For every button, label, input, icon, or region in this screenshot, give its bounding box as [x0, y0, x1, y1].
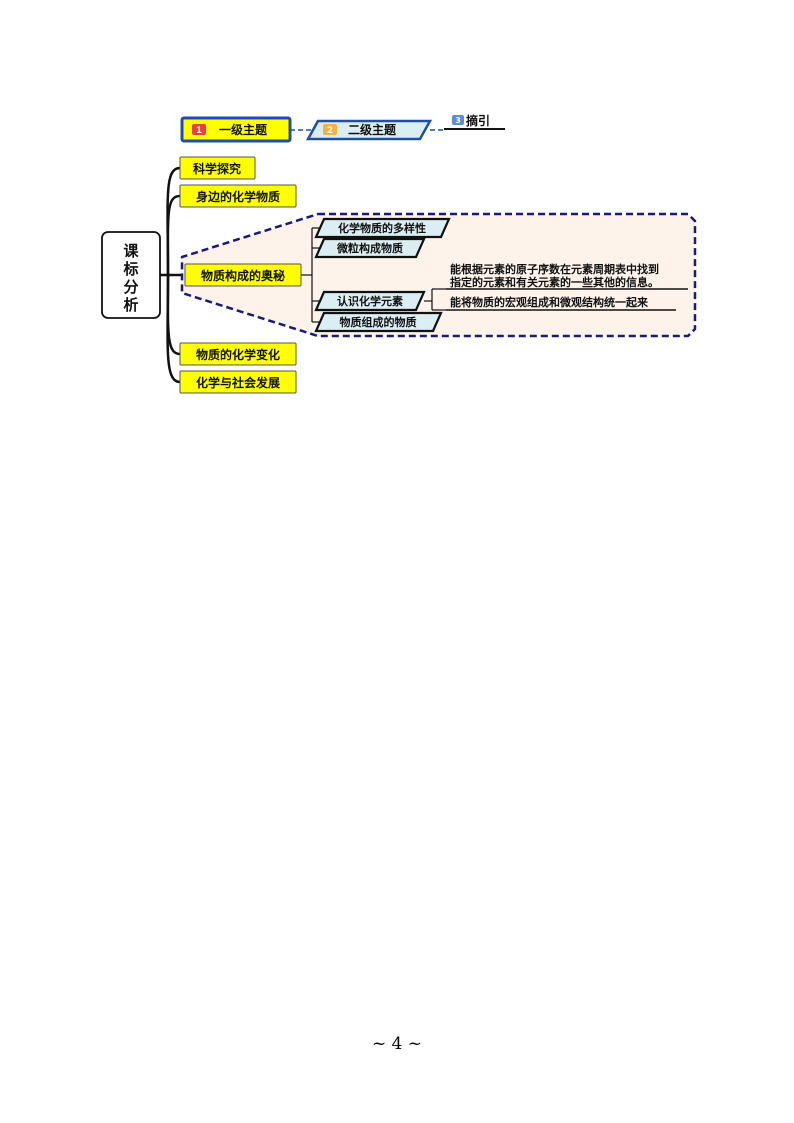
topic-box	[179, 156, 256, 180]
excerpt-line-2: 指定的元素和有关元素的一些其他的信息。	[450, 275, 659, 289]
legend-level1-label: 一级主题	[219, 122, 268, 137]
topic-label: 化学与社会发展	[196, 375, 280, 390]
legend-level2-number: 2	[327, 126, 333, 136]
topic-label: 物质的化学变化	[196, 347, 280, 362]
legend-level3-number: 3	[455, 116, 461, 125]
excerpt-macro-micro-unify: 能将物质的宏观组成和微观结构统一起来	[446, 295, 676, 311]
topic-chemistry-and-society[interactable]: 化学与社会发展	[179, 370, 297, 394]
legend-level1-number-badge	[192, 124, 206, 135]
topic-chemical-change[interactable]: 物质的化学变化	[179, 342, 297, 366]
subtopic-box	[314, 217, 451, 239]
subtopic-box	[314, 311, 443, 333]
topic-everyday-chemicals[interactable]: 身边的化学物质	[179, 184, 297, 208]
topic-box	[179, 342, 297, 366]
root-char-3: 分	[123, 278, 138, 296]
subtopic-matter-composition[interactable]: 物质组成的物质	[314, 311, 443, 333]
root-char-1: 课	[123, 242, 139, 260]
page-number: ~ 4 ~	[371, 1034, 423, 1054]
root-connectors	[160, 166, 182, 384]
subtopic-box	[314, 237, 426, 259]
topic-matter-structure[interactable]: 物质构成的奥秘	[184, 263, 302, 287]
topic-label: 科学探究	[193, 161, 241, 176]
legend-level3-label: 摘引	[466, 113, 490, 128]
legend: 1 一级主题 2 二级主题 3 摘引	[180, 113, 505, 143]
legend-level1-number: 1	[196, 126, 202, 136]
excerpt-line-1: 能根据元素的原子序数在元素周期表中找到	[450, 262, 659, 276]
excerpt-element-periodic-table: 能根据元素的原子序数在元素周期表中找到 指定的元素和有关元素的一些其他的信息。	[446, 262, 688, 290]
subtopic-label: 化学物质的多样性	[338, 221, 426, 235]
excerpt-connectors	[424, 288, 446, 311]
topic-label: 物质构成的奥秘	[201, 268, 285, 283]
subtopic-label: 认识化学元素	[337, 294, 403, 308]
root-node: 课 标 分 析	[101, 231, 161, 319]
topic-label: 身边的化学物质	[196, 189, 280, 204]
subtopic-box	[314, 290, 426, 312]
topic-box	[179, 184, 297, 208]
topic-box	[179, 370, 297, 394]
legend-level2-number-badge	[323, 124, 337, 135]
excerpt-line-1: 能将物质的宏观组成和微观结构统一起来	[450, 295, 649, 309]
legend-level3-number-badge	[452, 115, 464, 125]
subtopic-label: 微粒构成物质	[336, 241, 403, 255]
root-char-4: 析	[123, 296, 138, 314]
legend-level2-box	[305, 119, 433, 141]
expanded-topic-region	[180, 212, 697, 338]
mind-map: 1 一级主题 2 二级主题 3 摘引 课 标 分 析 科学探究 身边的化学物质	[101, 113, 697, 394]
subtopic-chemical-elements[interactable]: 认识化学元素	[314, 290, 426, 312]
topic-science-inquiry[interactable]: 科学探究	[179, 156, 256, 180]
root-char-2: 标	[122, 260, 138, 278]
legend-level2-label: 二级主题	[348, 122, 397, 137]
subtopic-chemical-diversity[interactable]: 化学物质的多样性	[314, 217, 451, 239]
subtopic-label: 物质组成的物质	[340, 315, 417, 329]
subtopic-particles-compose-matter[interactable]: 微粒构成物质	[314, 237, 426, 259]
